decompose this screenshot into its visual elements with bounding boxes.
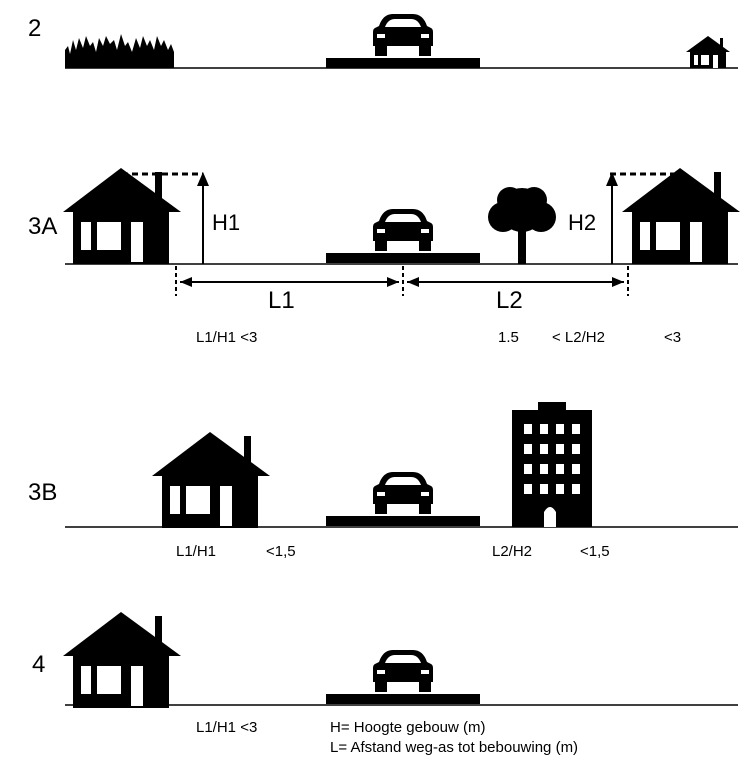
arrow-icon [197, 172, 209, 264]
apartment-building-icon [512, 402, 592, 527]
arrow-icon [606, 172, 618, 264]
road [326, 694, 480, 704]
distance-dimension [175, 266, 629, 296]
height-label-h2: H2 [568, 210, 596, 235]
ratio-l2-h2-value: <1,5 [580, 543, 610, 560]
row-label-3a: 3A [28, 213, 57, 240]
ratio-l1-h1: L1/H1 <3 [196, 719, 257, 736]
ratio-upper-bound: <3 [664, 329, 681, 346]
ratio-l2-h2-name: L2/H2 [492, 543, 532, 560]
row-label-4: 4 [32, 651, 45, 678]
house-icon [686, 36, 730, 68]
distance-label-l2: L2 [496, 287, 523, 314]
house-icon [63, 612, 181, 708]
road [326, 58, 480, 68]
legend-height: H= Hoogte gebouw (m) [330, 719, 486, 736]
house-icon [63, 168, 181, 264]
road [326, 516, 480, 526]
car-icon [373, 14, 433, 56]
house-icon [152, 432, 270, 528]
car-icon [373, 472, 433, 514]
ratio-l1-h1: L1/H1 <3 [196, 329, 257, 346]
house-icon [622, 168, 740, 264]
car-icon [373, 650, 433, 692]
row-label-2: 2 [28, 15, 41, 42]
ratio-l1-h1-name: L1/H1 [176, 543, 216, 560]
ratio-lower-bound: 1.5 [498, 329, 519, 346]
tree-icon [488, 187, 556, 264]
road [326, 253, 480, 263]
ratio-l2-h2: < L2/H2 [552, 329, 605, 346]
car-icon [373, 209, 433, 251]
city-skyline-icon [65, 34, 174, 68]
row-label-3b: 3B [28, 479, 57, 506]
ratio-l1-h1-value: <1,5 [266, 543, 296, 560]
distance-label-l1: L1 [268, 287, 295, 314]
height-label-h1: H1 [212, 210, 240, 235]
legend-distance: L= Afstand weg-as tot bebouwing (m) [330, 739, 578, 756]
